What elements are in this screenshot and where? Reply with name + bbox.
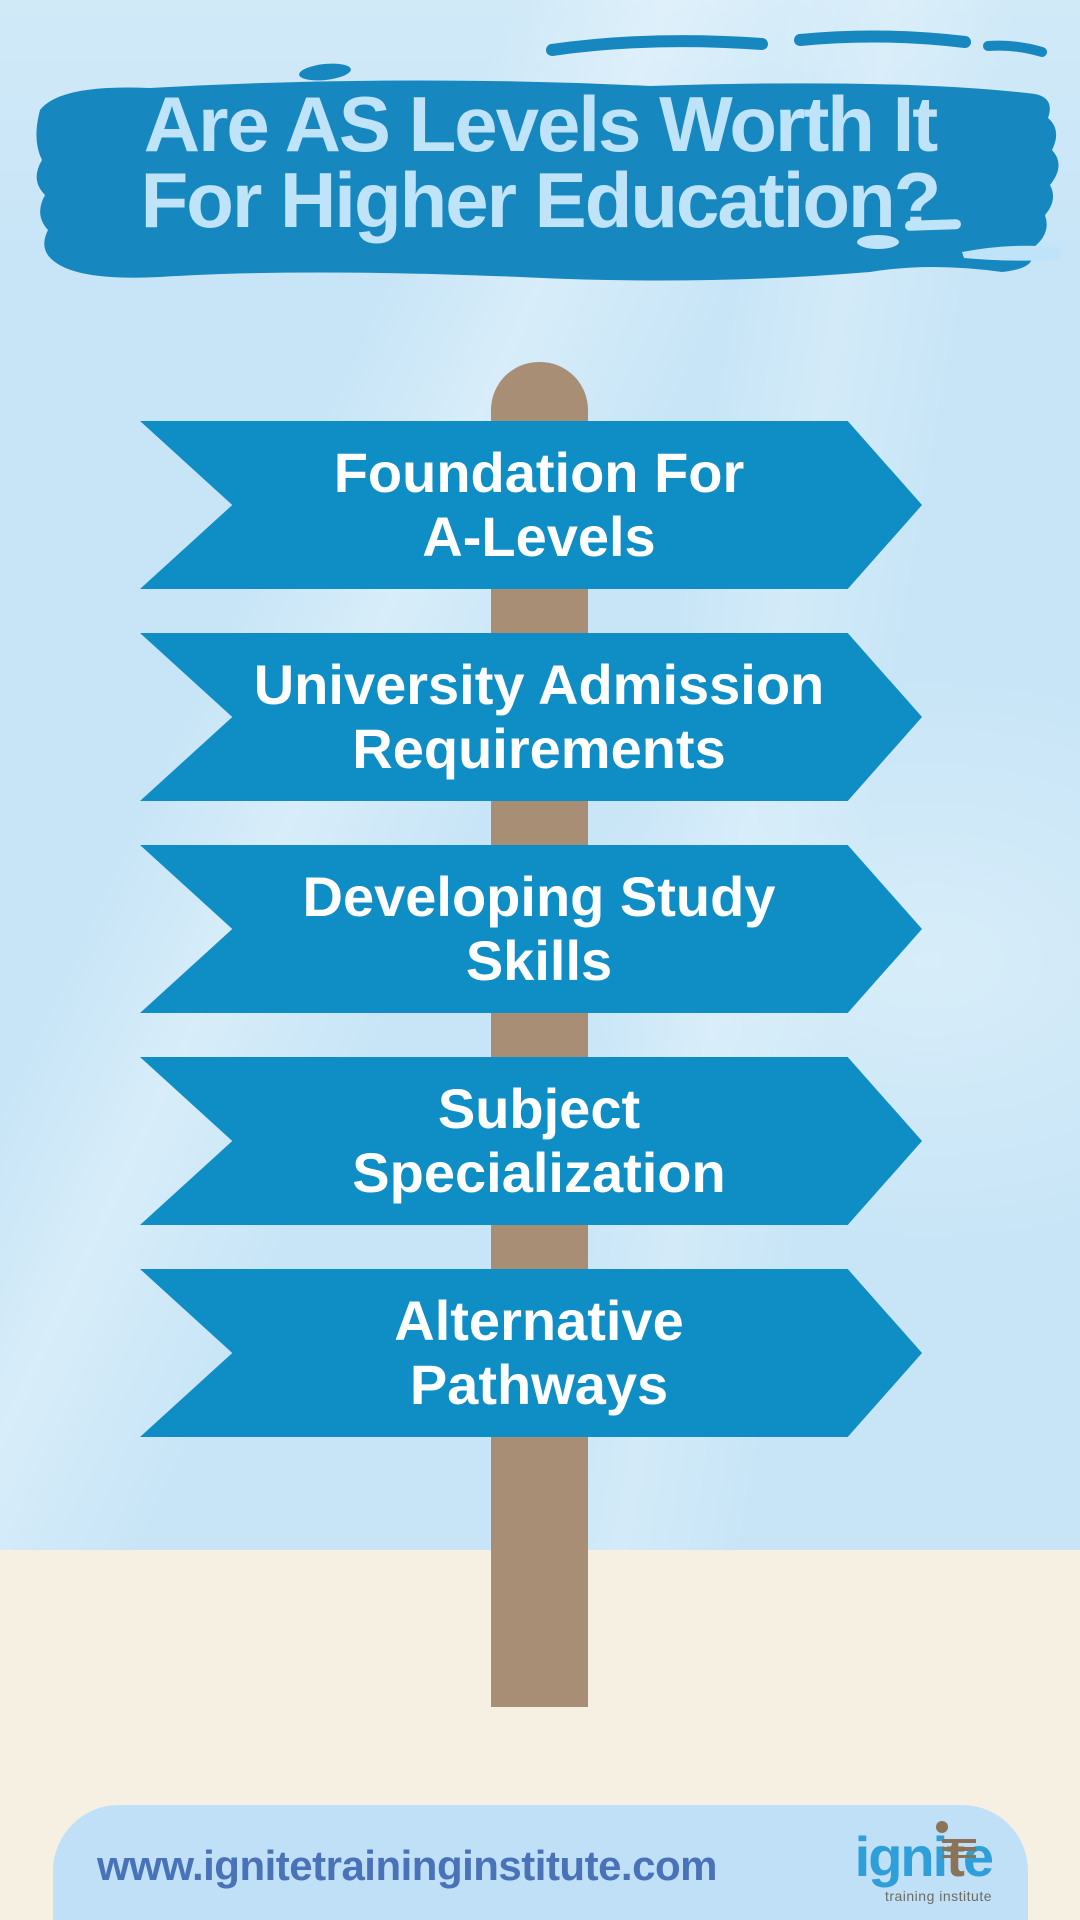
sign-label: Foundation For A-Levels (333, 441, 745, 568)
brush-stroke-band (36, 30, 1062, 281)
page-title: Are AS Levels Worth It For Higher Educat… (0, 80, 1080, 244)
sign-foundation-for-a-levels: Foundation For A-Levels (140, 421, 922, 589)
logo-t-crossbars-icon (942, 1839, 976, 1858)
sign-label: Alternative Pathways (394, 1289, 684, 1416)
ignite-logo: ignite training institute (855, 1821, 998, 1904)
logo-wordmark: ignite (855, 1829, 994, 1885)
footer-bar: www.ignitetraininginstitute.com ignite t… (53, 1805, 1028, 1920)
sign-alternative-pathways: Alternative Pathways (140, 1269, 922, 1437)
sign-label: University Admission Requirements (253, 653, 825, 780)
sign-label: Developing Study Skills (302, 865, 776, 992)
title-line-2: For Higher Education? (140, 156, 942, 244)
sign-university-admission-requirements: University Admission Requirements (140, 633, 922, 801)
sign-developing-study-skills: Developing Study Skills (140, 845, 922, 1013)
sign-label: Subject Specialization (352, 1077, 726, 1204)
title-line-1: Are AS Levels Worth It (143, 80, 939, 168)
sign-subject-specialization: Subject Specialization (140, 1057, 922, 1225)
logo-dot-icon (936, 1821, 948, 1833)
logo-text-ign: ign (854, 1825, 935, 1888)
website-url: www.ignitetraininginstitute.com (97, 1842, 717, 1889)
logo-tagline: training institute (884, 1888, 992, 1904)
